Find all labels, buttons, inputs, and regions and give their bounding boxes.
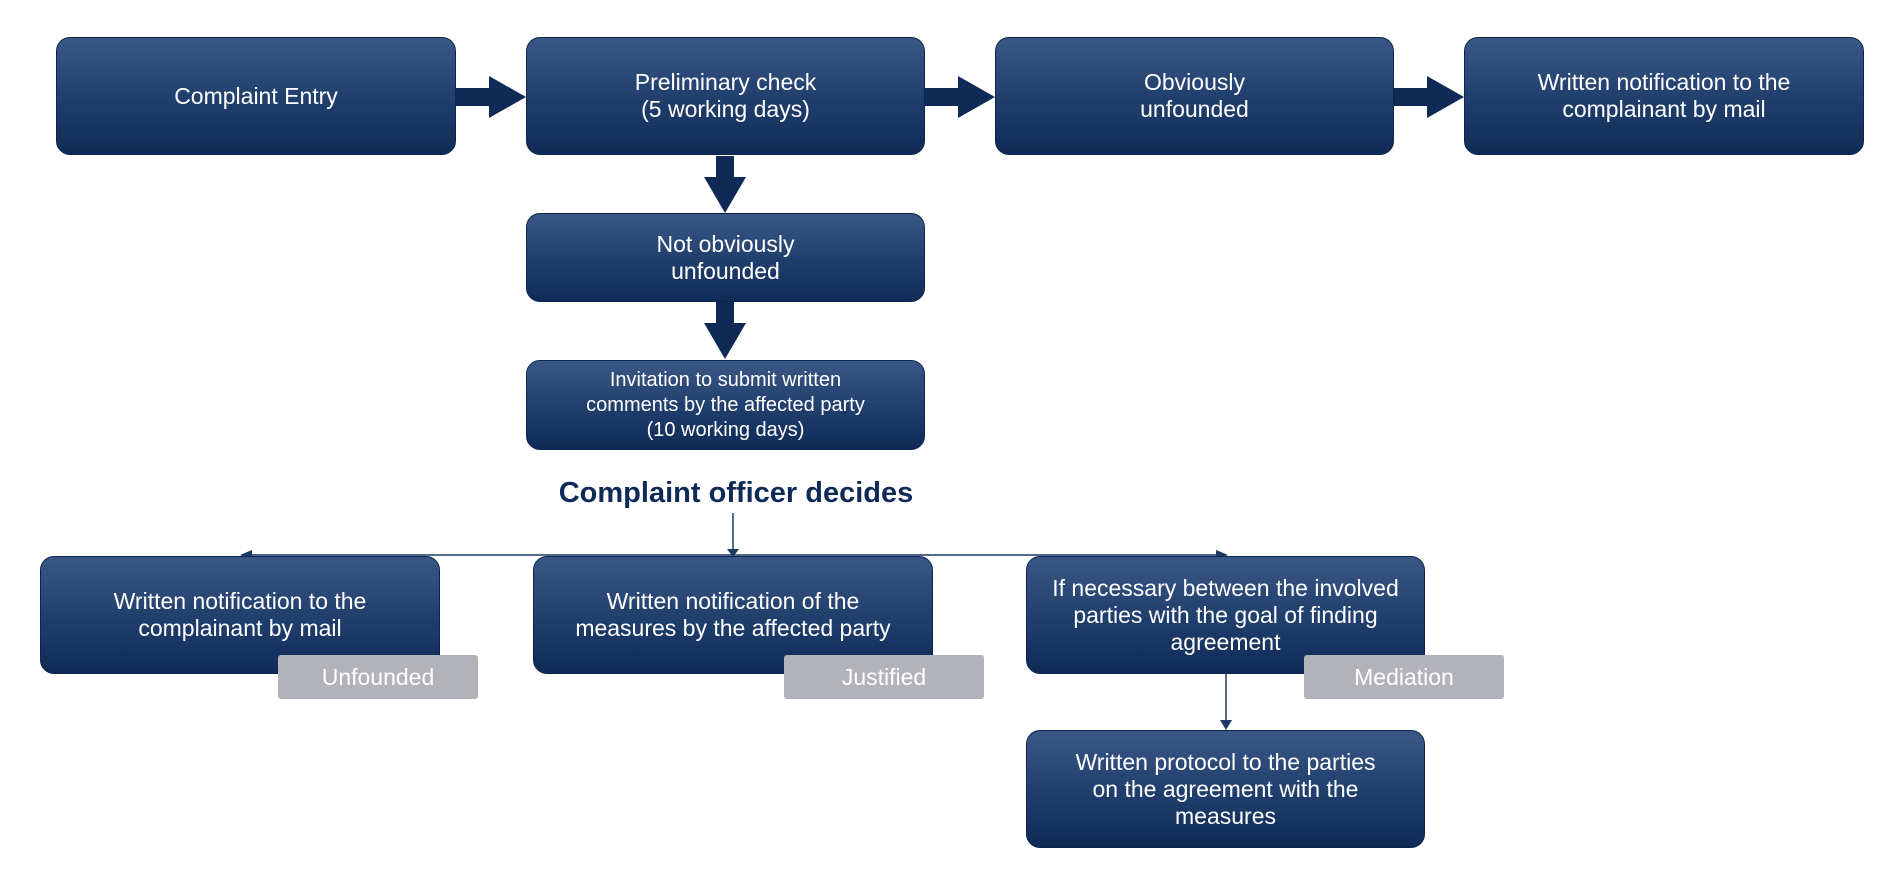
protocol-arrowhead bbox=[1220, 720, 1232, 730]
notification-measures-box: Written notification of the measures by … bbox=[533, 556, 933, 674]
protocol-box: Written protocol to the parties on the a… bbox=[1026, 730, 1425, 848]
arrow-entry-to-check bbox=[456, 76, 526, 118]
obviously-unfounded-box: Obviously unfounded bbox=[995, 37, 1394, 155]
complaint-entry-box: Complaint Entry bbox=[56, 37, 456, 155]
arrow-obvious-to-notification bbox=[1394, 76, 1464, 118]
decision-heading: Complaint officer decides bbox=[558, 477, 914, 509]
badge-unfounded: Unfounded bbox=[278, 655, 478, 699]
badge-justified: Justified bbox=[784, 655, 984, 699]
arrow-check-to-obvious bbox=[925, 76, 995, 118]
not-obviously-unfounded-box: Not obviously unfounded bbox=[526, 213, 925, 302]
invitation-box: Invitation to submit written comments by… bbox=[526, 360, 925, 450]
badge-mediation: Mediation bbox=[1304, 655, 1504, 699]
arrow-check-to-not-obvious bbox=[704, 156, 746, 213]
mediation-box: If necessary between the involved partie… bbox=[1026, 556, 1425, 674]
arrow-not-obvious-to-invitation bbox=[704, 302, 746, 359]
notification-mail-bottom-box: Written notification to the complainant … bbox=[40, 556, 440, 674]
preliminary-check-box: Preliminary check (5 working days) bbox=[526, 37, 925, 155]
notification-mail-top-box: Written notification to the complainant … bbox=[1464, 37, 1864, 155]
decision-stem-arrowhead bbox=[727, 549, 739, 557]
